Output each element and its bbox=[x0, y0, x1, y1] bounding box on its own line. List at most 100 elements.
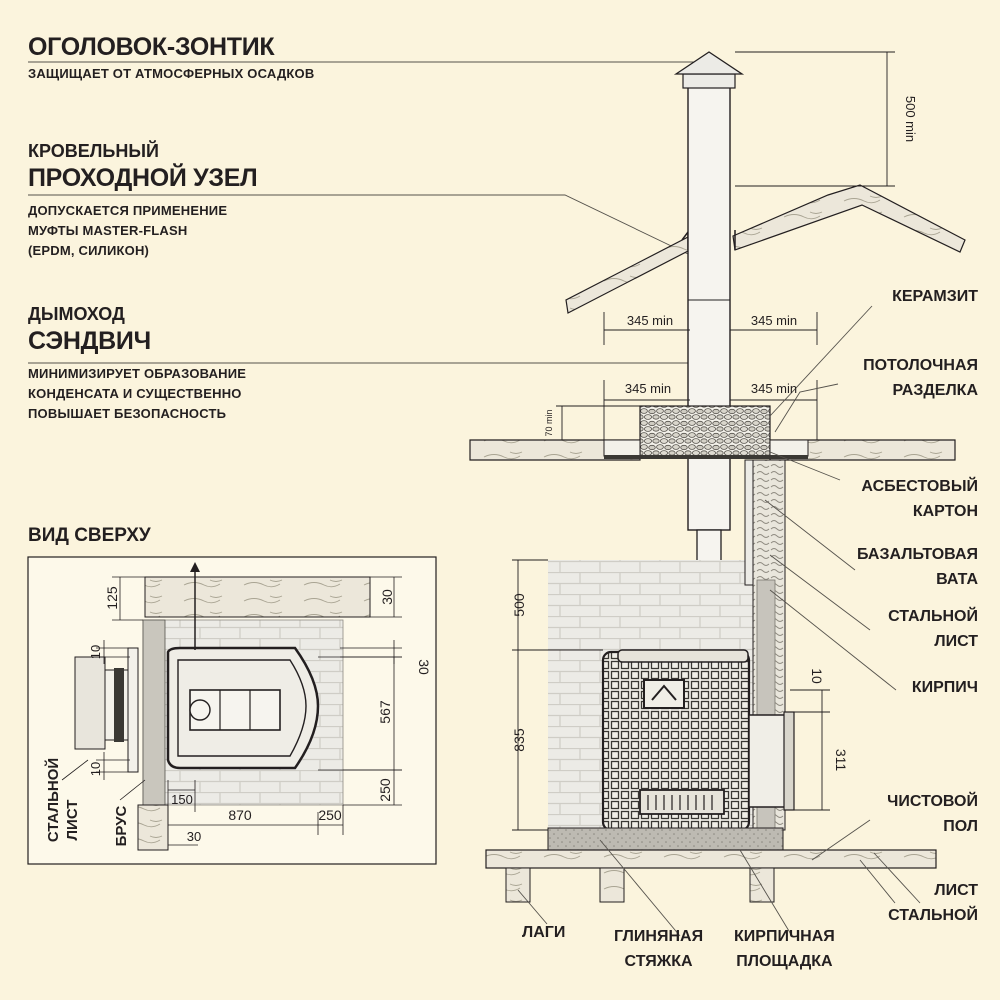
dim-roof-left: 345 min bbox=[627, 313, 673, 328]
tv-dim-30c: 30 bbox=[187, 829, 201, 844]
glina-leader bbox=[599, 839, 681, 937]
tv-dim-30a: 30 bbox=[379, 589, 395, 605]
chimney-block: ДЫМОХОД СЭНДВИЧ МИНИМИЗИРУЕТ ОБРАЗОВАНИЕ… bbox=[28, 304, 246, 424]
roof-node-sub-2: МУФТЫ MASTER-FLASH bbox=[28, 223, 188, 238]
chimney-sub-2: КОНДЕНСАТА И СУЩЕСТВЕННО bbox=[28, 386, 242, 401]
label-glina: ГЛИНЯНАЯ СТЯЖКА bbox=[614, 924, 703, 974]
top-beam bbox=[144, 576, 371, 618]
roof-left-slab bbox=[565, 235, 691, 314]
floor bbox=[485, 827, 937, 903]
label-sheet-2: СТАЛЬНОЙ bbox=[888, 907, 978, 924]
label-floor-1: ЧИСТОВОЙ bbox=[887, 793, 978, 810]
dim-ceil-right: 345 min bbox=[751, 381, 797, 396]
chimney-subtitle: МИНИМИЗИРУЕТ ОБРАЗОВАНИЕ КОНДЕНСАТА И СУ… bbox=[28, 364, 246, 424]
label-steel-2: ЛИСТ bbox=[934, 633, 978, 650]
joist-1 bbox=[505, 867, 531, 903]
roof-node-leader bbox=[28, 194, 689, 255]
lagi-leader bbox=[517, 889, 548, 925]
dim-835: 835 bbox=[511, 728, 527, 752]
asbest-leader bbox=[769, 451, 841, 481]
label-sheet-1: ЛИСТ bbox=[934, 882, 978, 899]
main-dimension-lines bbox=[512, 51, 895, 831]
steel-sheet-leader bbox=[769, 554, 871, 631]
dim-10: 10 bbox=[809, 668, 825, 684]
top-chimney-hole bbox=[189, 699, 211, 721]
dim-ceil-left: 345 min bbox=[625, 381, 671, 396]
label-ploshadka: КИРПИЧНАЯ ПЛОЩАДКА bbox=[734, 924, 835, 974]
roof-node-sub-3: (EPDM, СИЛИКОН) bbox=[28, 243, 150, 258]
label-asbest: АСБЕСТОВЫЙ КАРТОН bbox=[861, 474, 978, 524]
tv-dim-10a: 10 bbox=[88, 645, 103, 659]
roof-node-subtitle: ДОПУСКАЕТСЯ ПРИМЕНЕНИЕ МУФТЫ MASTER-FLAS… bbox=[28, 201, 257, 261]
sheet-leader bbox=[859, 852, 921, 904]
tv-dim-250v: 250 bbox=[377, 778, 393, 802]
label-plosh-2: ПЛОЩАДКА bbox=[736, 953, 833, 970]
label-finish-floor: ЧИСТОВОЙ ПОЛ bbox=[887, 789, 978, 839]
beam-post bbox=[137, 804, 169, 851]
ceiling bbox=[469, 405, 956, 461]
label-asbest-2: КАРТОН bbox=[912, 503, 978, 520]
label-asbest-1: АСБЕСТОВЫЙ bbox=[861, 478, 978, 495]
bazalt-leader bbox=[764, 499, 856, 571]
tv-dim-10b: 10 bbox=[88, 762, 103, 776]
ceiling-plate bbox=[604, 455, 808, 459]
dim-500: 500 bbox=[511, 593, 527, 617]
label-razdelka-2: РАЗДЕЛКА bbox=[892, 382, 978, 399]
right-leader-lines bbox=[517, 305, 921, 937]
razdelka-leader bbox=[774, 383, 839, 433]
label-floor-2: ПОЛ bbox=[943, 818, 978, 835]
roof bbox=[565, 184, 966, 314]
label-bazalt: БАЗАЛЬТОВАЯ ВАТА bbox=[857, 542, 978, 592]
finish-floor bbox=[485, 849, 937, 869]
chimney-sub-3: ПОВЫШАЕТ БЕЗОПАСНОСТЬ bbox=[28, 406, 227, 421]
brick-pad bbox=[547, 827, 784, 851]
chimney-title-1: ДЫМОХОД bbox=[28, 304, 125, 324]
label-steel-1: СТАЛЬНОЙ bbox=[888, 608, 978, 625]
dim-70min: 70 min bbox=[544, 409, 554, 436]
label-steel-sheet: СТАЛЬНОЙ ЛИСТ bbox=[888, 604, 978, 654]
dim-roof-right: 345 min bbox=[751, 313, 797, 328]
cap-umbrella bbox=[673, 51, 745, 75]
dim-311: 311 bbox=[833, 749, 849, 772]
label-keramzit: КЕРАМЗИТ bbox=[892, 288, 978, 305]
roof-right-slab bbox=[732, 184, 966, 253]
label-glina-2: СТЯЖКА bbox=[624, 953, 693, 970]
stove-firebox-door bbox=[748, 714, 790, 808]
label-sheet-steel: ЛИСТ СТАЛЬНОЙ bbox=[888, 878, 978, 928]
tv-label-beam: БРУС bbox=[113, 805, 130, 846]
tv-dim-567: 567 bbox=[377, 700, 393, 724]
floor-leader bbox=[811, 819, 871, 861]
tv-dim-125: 125 bbox=[104, 586, 120, 610]
tv-dim-870: 870 bbox=[228, 807, 252, 823]
left-leader-lines bbox=[28, 61, 705, 364]
tv-label-steel-2: ЛИСТ bbox=[64, 800, 81, 841]
label-razdelka: ПОТОЛОЧНАЯ РАЗДЕЛКА bbox=[863, 353, 978, 403]
cap-subtitle: ЗАЩИЩАЕТ ОТ АТМОСФЕРНЫХ ОСАДКОВ bbox=[28, 66, 315, 81]
dim-500min: 500 min bbox=[903, 96, 918, 142]
cap-title: ОГОЛОВОК-ЗОНТИК bbox=[28, 33, 275, 61]
chimney-title-2: СЭНДВИЧ bbox=[28, 327, 151, 355]
roof-node-block: КРОВЕЛЬНЫЙ ПРОХОДНОЙ УЗЕЛ ДОПУСКАЕТСЯ ПР… bbox=[28, 141, 258, 261]
top-view-title: ВИД СВЕРХУ bbox=[28, 525, 151, 546]
roof-node-title-1: КРОВЕЛЬНЫЙ bbox=[28, 141, 159, 161]
label-lagi: ЛАГИ bbox=[522, 924, 566, 941]
tv-dim-250h: 250 bbox=[318, 807, 342, 823]
label-razdelka-1: ПОТОЛОЧНАЯ bbox=[863, 357, 978, 374]
label-glina-1: ГЛИНЯНАЯ bbox=[614, 928, 704, 945]
tv-label-steel-1: СТАЛЬНОЙ bbox=[44, 758, 62, 842]
label-plosh-1: КИРПИЧНАЯ bbox=[734, 928, 835, 945]
joist-2 bbox=[599, 867, 625, 903]
label-brick: КИРПИЧ bbox=[911, 679, 978, 696]
keramzit-leader bbox=[769, 305, 873, 417]
top-view-drawing bbox=[74, 562, 371, 851]
tv-dim-30b: 30 bbox=[416, 659, 432, 675]
plosh-leader bbox=[739, 849, 793, 937]
top-view-dimension-lines bbox=[61, 576, 402, 850]
keramzit-fill bbox=[639, 405, 771, 457]
chimney-sandwich bbox=[687, 85, 731, 531]
label-bazalt-1: БАЗАЛЬТОВАЯ bbox=[857, 546, 978, 563]
brick-leader bbox=[769, 589, 897, 691]
roof-node-title-2: ПРОХОДНОЙ УЗЕЛ bbox=[28, 164, 258, 192]
stove bbox=[601, 649, 795, 832]
